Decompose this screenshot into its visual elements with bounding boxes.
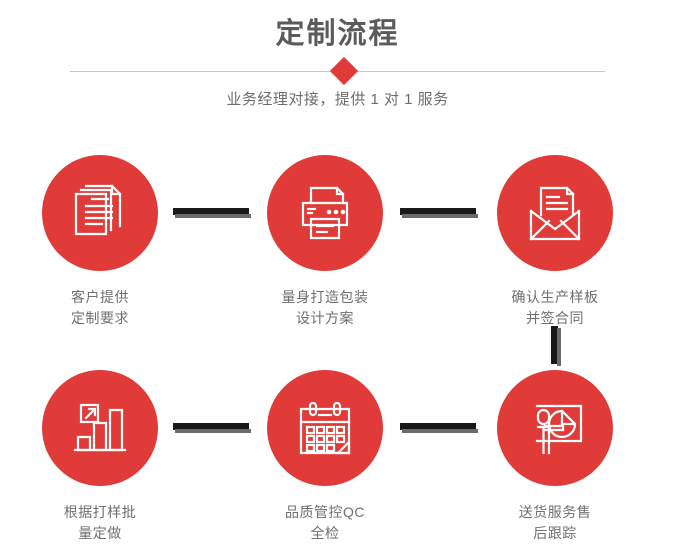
flow-step-4-label: 根据打样批 量定做: [63, 504, 137, 541]
process-flow: 客户提供 定制要求 量身打造包装 设计方案: [0, 130, 675, 550]
flow-step-6-label: 送货服务售 后跟踪: [518, 504, 592, 541]
bar-chart-growth-icon: [68, 396, 132, 460]
printer-icon: [293, 181, 357, 245]
open-envelope-letter-icon: [523, 181, 587, 245]
page-header: 定制流程 业务经理对接，提供 1 对 1 服务: [0, 0, 675, 130]
flow-step-3-circle: [497, 155, 613, 271]
connector-bar: [173, 423, 249, 430]
connector-bar: [173, 208, 249, 215]
flow-step-2-label: 量身打造包装 设计方案: [281, 289, 369, 326]
documents-stack-icon: [68, 181, 132, 245]
flow-step-1-label: 客户提供 定制要求: [71, 289, 129, 326]
calendar-glyph-icon: [293, 396, 357, 460]
connector-step1-step2: [173, 208, 251, 218]
connector-shadow: [402, 214, 478, 218]
diamond-marker-icon: [329, 56, 359, 86]
title-divider: [70, 56, 605, 86]
connector-step3-step6: [551, 326, 561, 366]
flow-step-1-circle: [42, 155, 158, 271]
calendar-icon: [267, 370, 383, 486]
flow-step-6-circle: [497, 370, 613, 486]
connector-shadow: [175, 214, 251, 218]
presenter-pie-chart-icon: [523, 396, 587, 460]
connector-shadow: [557, 328, 561, 366]
flow-step-5-label: 品质管控QC 全检: [285, 504, 365, 541]
page-subtitle: 业务经理对接，提供 1 对 1 服务: [226, 91, 449, 108]
flow-step-2[interactable]: 量身打造包装 设计方案: [235, 155, 415, 329]
connector-bar: [551, 326, 558, 364]
flow-step-3[interactable]: 确认生产样板 并签合同: [465, 155, 645, 329]
flow-step-4-circle: [42, 370, 158, 486]
page-title: 定制流程: [275, 18, 400, 50]
flow-step-4[interactable]: 根据打样批 量定做: [10, 370, 190, 544]
connector-step2-step3: [400, 208, 478, 218]
connector-bar: [400, 423, 476, 430]
flow-step-6[interactable]: 送货服务售 后跟踪: [465, 370, 645, 544]
flow-step-2-circle: [267, 155, 383, 271]
connector-step5-step6: [400, 423, 478, 433]
flow-step-5[interactable]: 品质管控QC 全检: [235, 370, 415, 544]
flow-step-3-label: 确认生产样板 并签合同: [511, 289, 599, 326]
connector-bar: [400, 208, 476, 215]
connector-step4-step5: [173, 423, 251, 433]
connector-shadow: [175, 429, 251, 433]
connector-shadow: [402, 429, 478, 433]
flow-step-1[interactable]: 客户提供 定制要求: [10, 155, 190, 329]
